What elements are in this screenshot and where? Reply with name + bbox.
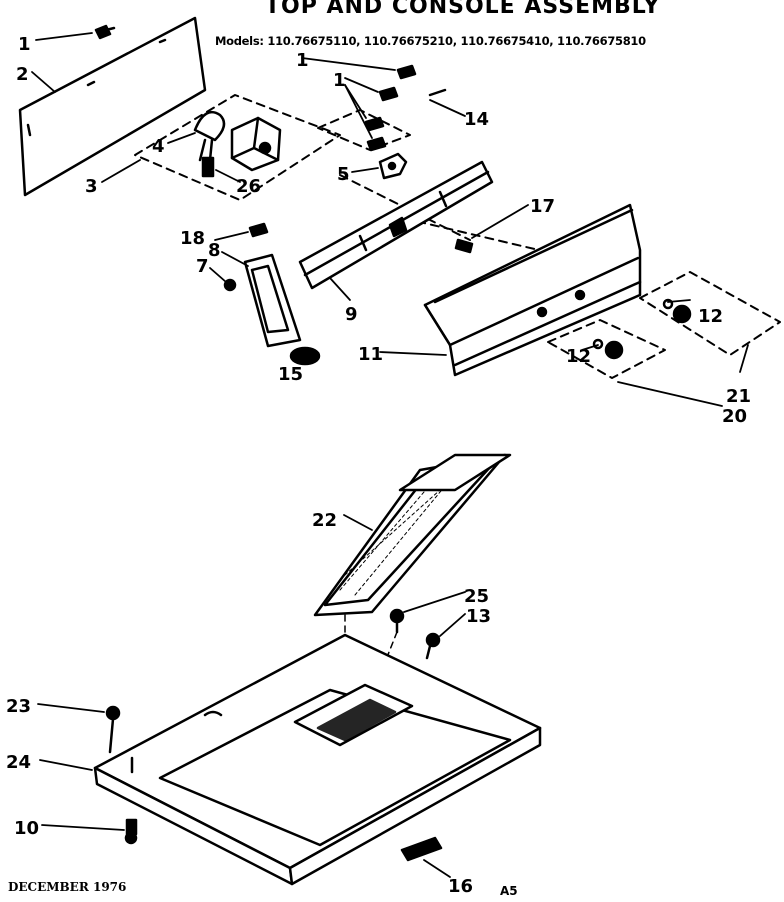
- callout-18: 18: [180, 228, 205, 249]
- knob-area-lower: [547, 319, 666, 379]
- screw-part7: [223, 278, 237, 292]
- callout-12-lower: 12: [566, 346, 591, 367]
- console-panel: [423, 203, 642, 377]
- screws-part1-cluster: [364, 64, 447, 152]
- page-title: TOP AND CONSOLE ASSEMBLY: [265, 0, 661, 19]
- callout-2: 2: [16, 64, 29, 85]
- callout-1-left: 1: [18, 34, 31, 55]
- knob-lower: [592, 338, 624, 360]
- callout-7: 7: [196, 256, 209, 277]
- callout-8: 8: [208, 240, 221, 261]
- timer-block: [230, 116, 282, 172]
- callout-10: 10: [14, 818, 39, 839]
- foot-part10: [124, 818, 138, 845]
- callout-12-upper: 12: [698, 306, 723, 327]
- callout-16: 16: [448, 876, 473, 897]
- screw-part13: [425, 632, 441, 660]
- leader-lines: [31, 32, 749, 878]
- callout-17: 17: [530, 196, 555, 217]
- callout-24: 24: [6, 752, 31, 773]
- end-cap-part8: [243, 253, 302, 348]
- rear-panel-plate: [18, 16, 207, 197]
- console-bracket-rail: [298, 160, 494, 290]
- dryer-top: [93, 633, 542, 886]
- callout-1-top: 1: [296, 50, 309, 71]
- callout-3: 3: [85, 176, 98, 197]
- callout-15: 15: [278, 364, 303, 385]
- callout-9: 9: [345, 304, 358, 325]
- switch-part5: [378, 152, 408, 180]
- callout-22: 22: [312, 510, 337, 531]
- screw-part18: [248, 222, 269, 238]
- model-numbers: Models: 110.76675110, 110.76675210, 110.…: [215, 34, 646, 48]
- callout-1-mid: 1: [333, 70, 346, 91]
- callout-13: 13: [466, 606, 491, 627]
- footer-date: DECEMBER 1976: [8, 880, 127, 894]
- grommet-part23: [105, 705, 121, 754]
- callout-labels: 1 1 1 2 3 4 26 5 14 17 18 8 7 9 11 15 12…: [6, 34, 751, 897]
- lint-screen: [313, 453, 512, 617]
- control-mount-area: [134, 94, 341, 201]
- strip-part16: [400, 836, 443, 862]
- callout-4: 4: [152, 136, 165, 157]
- knob-part15: [289, 346, 321, 366]
- clip-part26: [201, 156, 215, 178]
- callout-5: 5: [337, 164, 350, 185]
- footer-code: A5: [500, 884, 518, 898]
- callout-20: 20: [722, 406, 747, 427]
- screw-part25: [389, 608, 405, 634]
- knob-upper: [662, 298, 692, 324]
- screw-part1-left: [94, 24, 116, 40]
- callout-11: 11: [358, 344, 383, 365]
- knob-area-upper: [639, 271, 781, 356]
- callout-14: 14: [464, 109, 489, 130]
- callout-26: 26: [236, 176, 261, 197]
- callout-21: 21: [726, 386, 751, 407]
- callout-23: 23: [6, 696, 31, 717]
- timer-switch: [193, 110, 226, 162]
- callout-25: 25: [464, 586, 489, 607]
- screw-part17: [454, 238, 474, 254]
